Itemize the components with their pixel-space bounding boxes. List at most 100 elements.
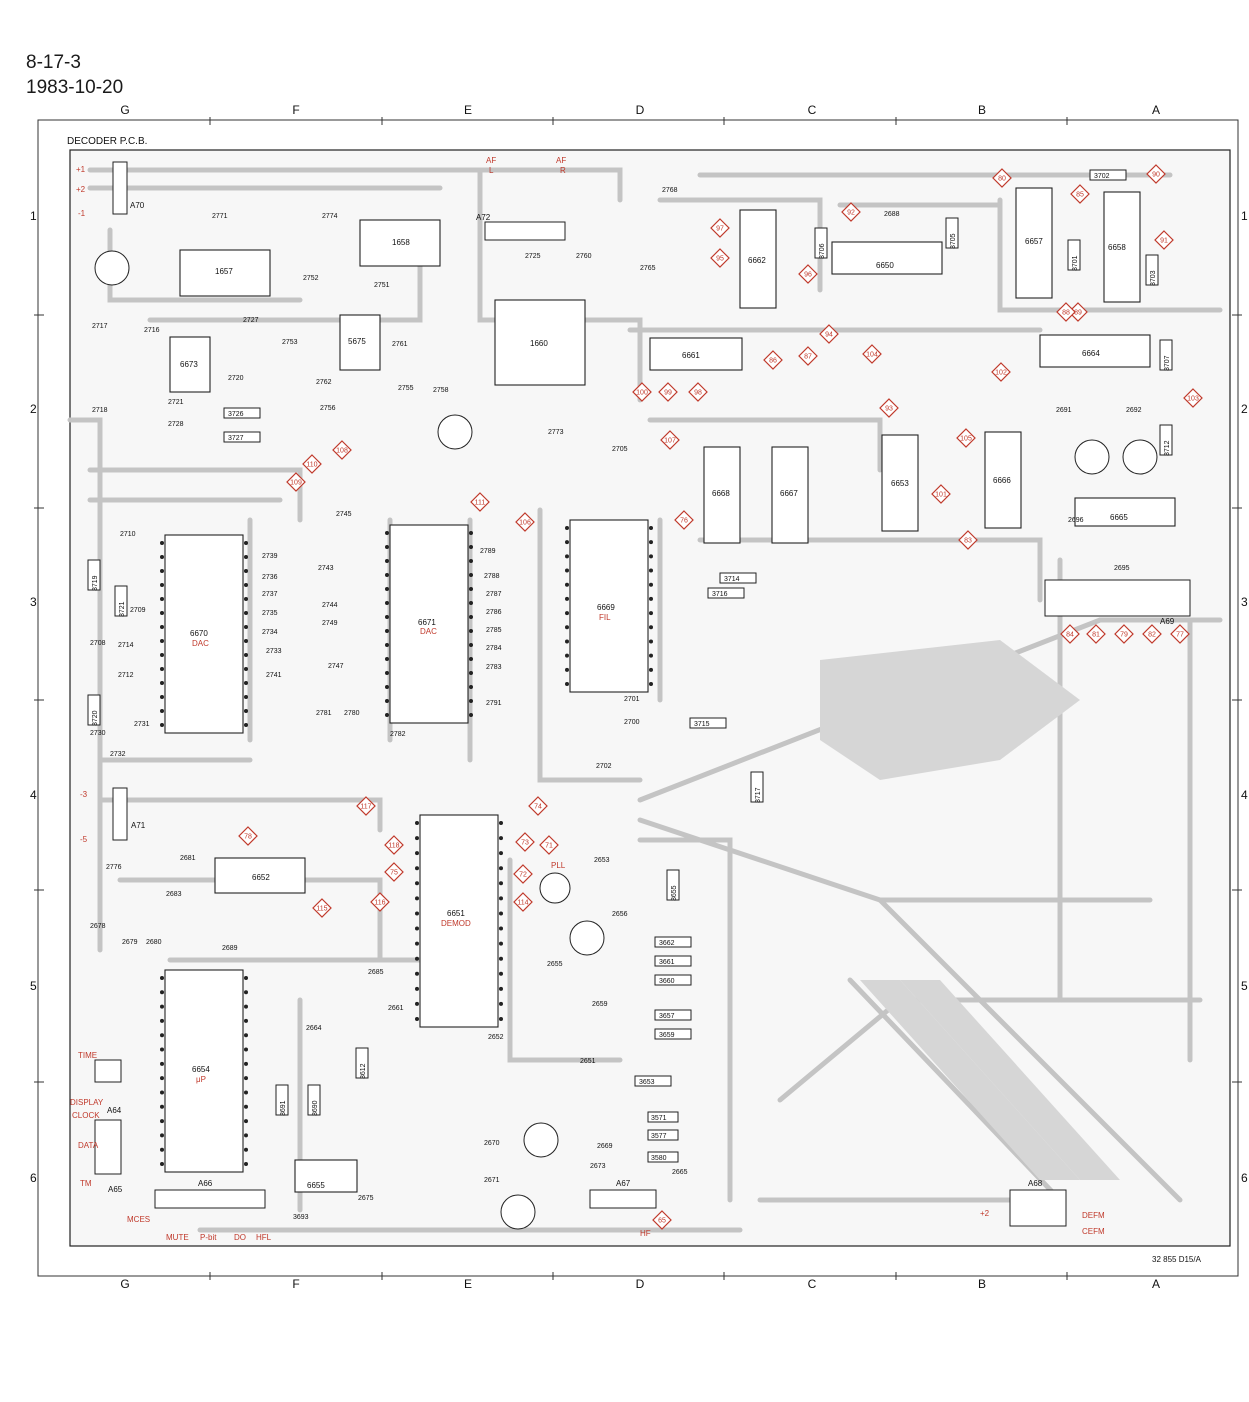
capacitor-label-2760: 2760 xyxy=(576,253,592,260)
marker-label-107: 107 xyxy=(664,438,676,445)
capacitor-label-2787: 2787 xyxy=(486,591,502,598)
connector-bodies xyxy=(94,161,1191,1227)
conn-a72: A72 xyxy=(476,213,491,222)
ic-pin xyxy=(415,941,419,946)
coil-labels: 1657 1658 1660 xyxy=(215,238,548,348)
capacitor-label-2688: 2688 xyxy=(884,211,900,218)
marker-label-105: 105 xyxy=(960,436,972,443)
marker-label-117: 117 xyxy=(360,804,371,811)
ic-pin xyxy=(649,653,653,658)
label-p-bit: P-bit xyxy=(200,1233,217,1242)
resistor-label-3717: 3717 xyxy=(755,787,762,803)
marker-diamond xyxy=(660,430,680,450)
marker-label-86: 86 xyxy=(769,358,777,365)
marker-diamond xyxy=(515,512,535,532)
ic-pin xyxy=(649,554,653,559)
capacitor-label-2725: 2725 xyxy=(525,253,541,260)
ic-pin xyxy=(244,1004,248,1009)
ic-pin xyxy=(244,625,248,629)
resistor-label-3721: 3721 xyxy=(119,601,126,617)
capacitor-label-2765: 2765 xyxy=(640,265,656,272)
ic-pin xyxy=(415,836,419,841)
ic-pin xyxy=(385,601,389,605)
capacitor-label-2675: 2675 xyxy=(358,1195,374,1202)
coil-1658: 1658 xyxy=(392,238,410,247)
capacitor-label-2708: 2708 xyxy=(90,640,106,647)
ic-pin xyxy=(649,611,653,616)
marker-label-118: 118 xyxy=(388,843,399,850)
column-label-top: C xyxy=(808,103,817,117)
ic-pin xyxy=(385,685,389,689)
ic-6651-ref: 6651 xyxy=(447,909,465,918)
label-do: DO xyxy=(234,1233,246,1242)
ic-pin xyxy=(385,657,389,661)
ic-pin xyxy=(499,821,503,825)
marker-label-104: 104 xyxy=(866,352,878,359)
sheet-id: 8-17-3 xyxy=(26,52,81,73)
marker-label-84: 84 xyxy=(1066,632,1074,639)
column-label-top: E xyxy=(464,103,472,117)
ic-pin xyxy=(649,568,653,573)
doc-number: 32 855 D15/A xyxy=(1152,1255,1202,1264)
capacitor-label-2661: 2661 xyxy=(388,1005,404,1012)
capacitor-label-2709: 2709 xyxy=(130,607,146,614)
ic-pin xyxy=(649,625,653,630)
capacitor-label-2652: 2652 xyxy=(488,1034,504,1041)
resistor-label-3706: 3706 xyxy=(819,243,826,259)
ic-pin xyxy=(469,559,473,563)
ic-pin xyxy=(469,587,473,591)
marker-label-100: 100 xyxy=(636,390,648,397)
column-label-bottom: A xyxy=(1152,1277,1160,1291)
marker-label-90: 90 xyxy=(1152,172,1160,179)
resistor-label-3720: 3720 xyxy=(92,710,99,726)
capacitor-label-2714: 2714 xyxy=(118,642,134,649)
capacitor-label-2691: 2691 xyxy=(1056,407,1072,414)
capacitor-label-2702: 2702 xyxy=(596,763,612,770)
marker-diamond xyxy=(956,428,976,448)
capacitor-label-2751: 2751 xyxy=(374,282,390,289)
ic-pin xyxy=(415,1001,419,1006)
ic-pin xyxy=(469,573,473,577)
ic-pin xyxy=(244,681,248,685)
ic-6671-func: DAC xyxy=(420,627,437,636)
ic-pin xyxy=(565,596,569,601)
coils xyxy=(179,219,586,386)
capacitor-label-2786: 2786 xyxy=(486,609,502,616)
capacitor-label-2696: 2696 xyxy=(1068,517,1084,524)
ic-pin xyxy=(649,582,653,587)
capacitor-label-2710: 2710 xyxy=(120,531,136,538)
column-label-bottom: D xyxy=(636,1277,645,1291)
marker-label-80: 80 xyxy=(998,176,1006,183)
column-label-bottom: F xyxy=(292,1277,299,1291)
ic-pin xyxy=(244,1033,248,1038)
ic-pin xyxy=(160,990,164,995)
resistor-label-3612: 3612 xyxy=(360,1063,367,1079)
marker-diamond xyxy=(513,864,533,884)
resistor-label-3693: 3693 xyxy=(293,1214,309,1221)
marker-label-96: 96 xyxy=(804,272,812,279)
marker-diamond xyxy=(991,362,1011,382)
ic-pin xyxy=(244,709,248,713)
ic-pin xyxy=(385,587,389,591)
marker-label-73: 73 xyxy=(521,840,529,847)
marker-diamond xyxy=(652,1210,672,1230)
ic-6665-ref: 6665 xyxy=(1110,513,1128,522)
ic-pin xyxy=(469,615,473,619)
marker-diamond xyxy=(1142,624,1162,644)
ic-pin xyxy=(244,541,248,545)
resistor-label-3703: 3703 xyxy=(1150,270,1157,286)
ic-pin xyxy=(415,821,419,825)
marker-label-72: 72 xyxy=(519,872,527,879)
ic-6670-func: DAC xyxy=(192,639,209,648)
resistor-label-3714: 3714 xyxy=(724,576,740,583)
ic-6658-ref: 6658 xyxy=(1108,243,1126,252)
ic-6661-ref: 6661 xyxy=(682,351,700,360)
ic-pin xyxy=(244,653,248,657)
label-tm: TM xyxy=(80,1179,92,1188)
capacitor-label-2752: 2752 xyxy=(303,275,319,282)
resistor-bodies xyxy=(87,169,1173,1163)
ic-pin xyxy=(244,1090,248,1095)
marker-label-71: 71 xyxy=(545,843,553,850)
marker-label-101: 101 xyxy=(935,492,947,499)
